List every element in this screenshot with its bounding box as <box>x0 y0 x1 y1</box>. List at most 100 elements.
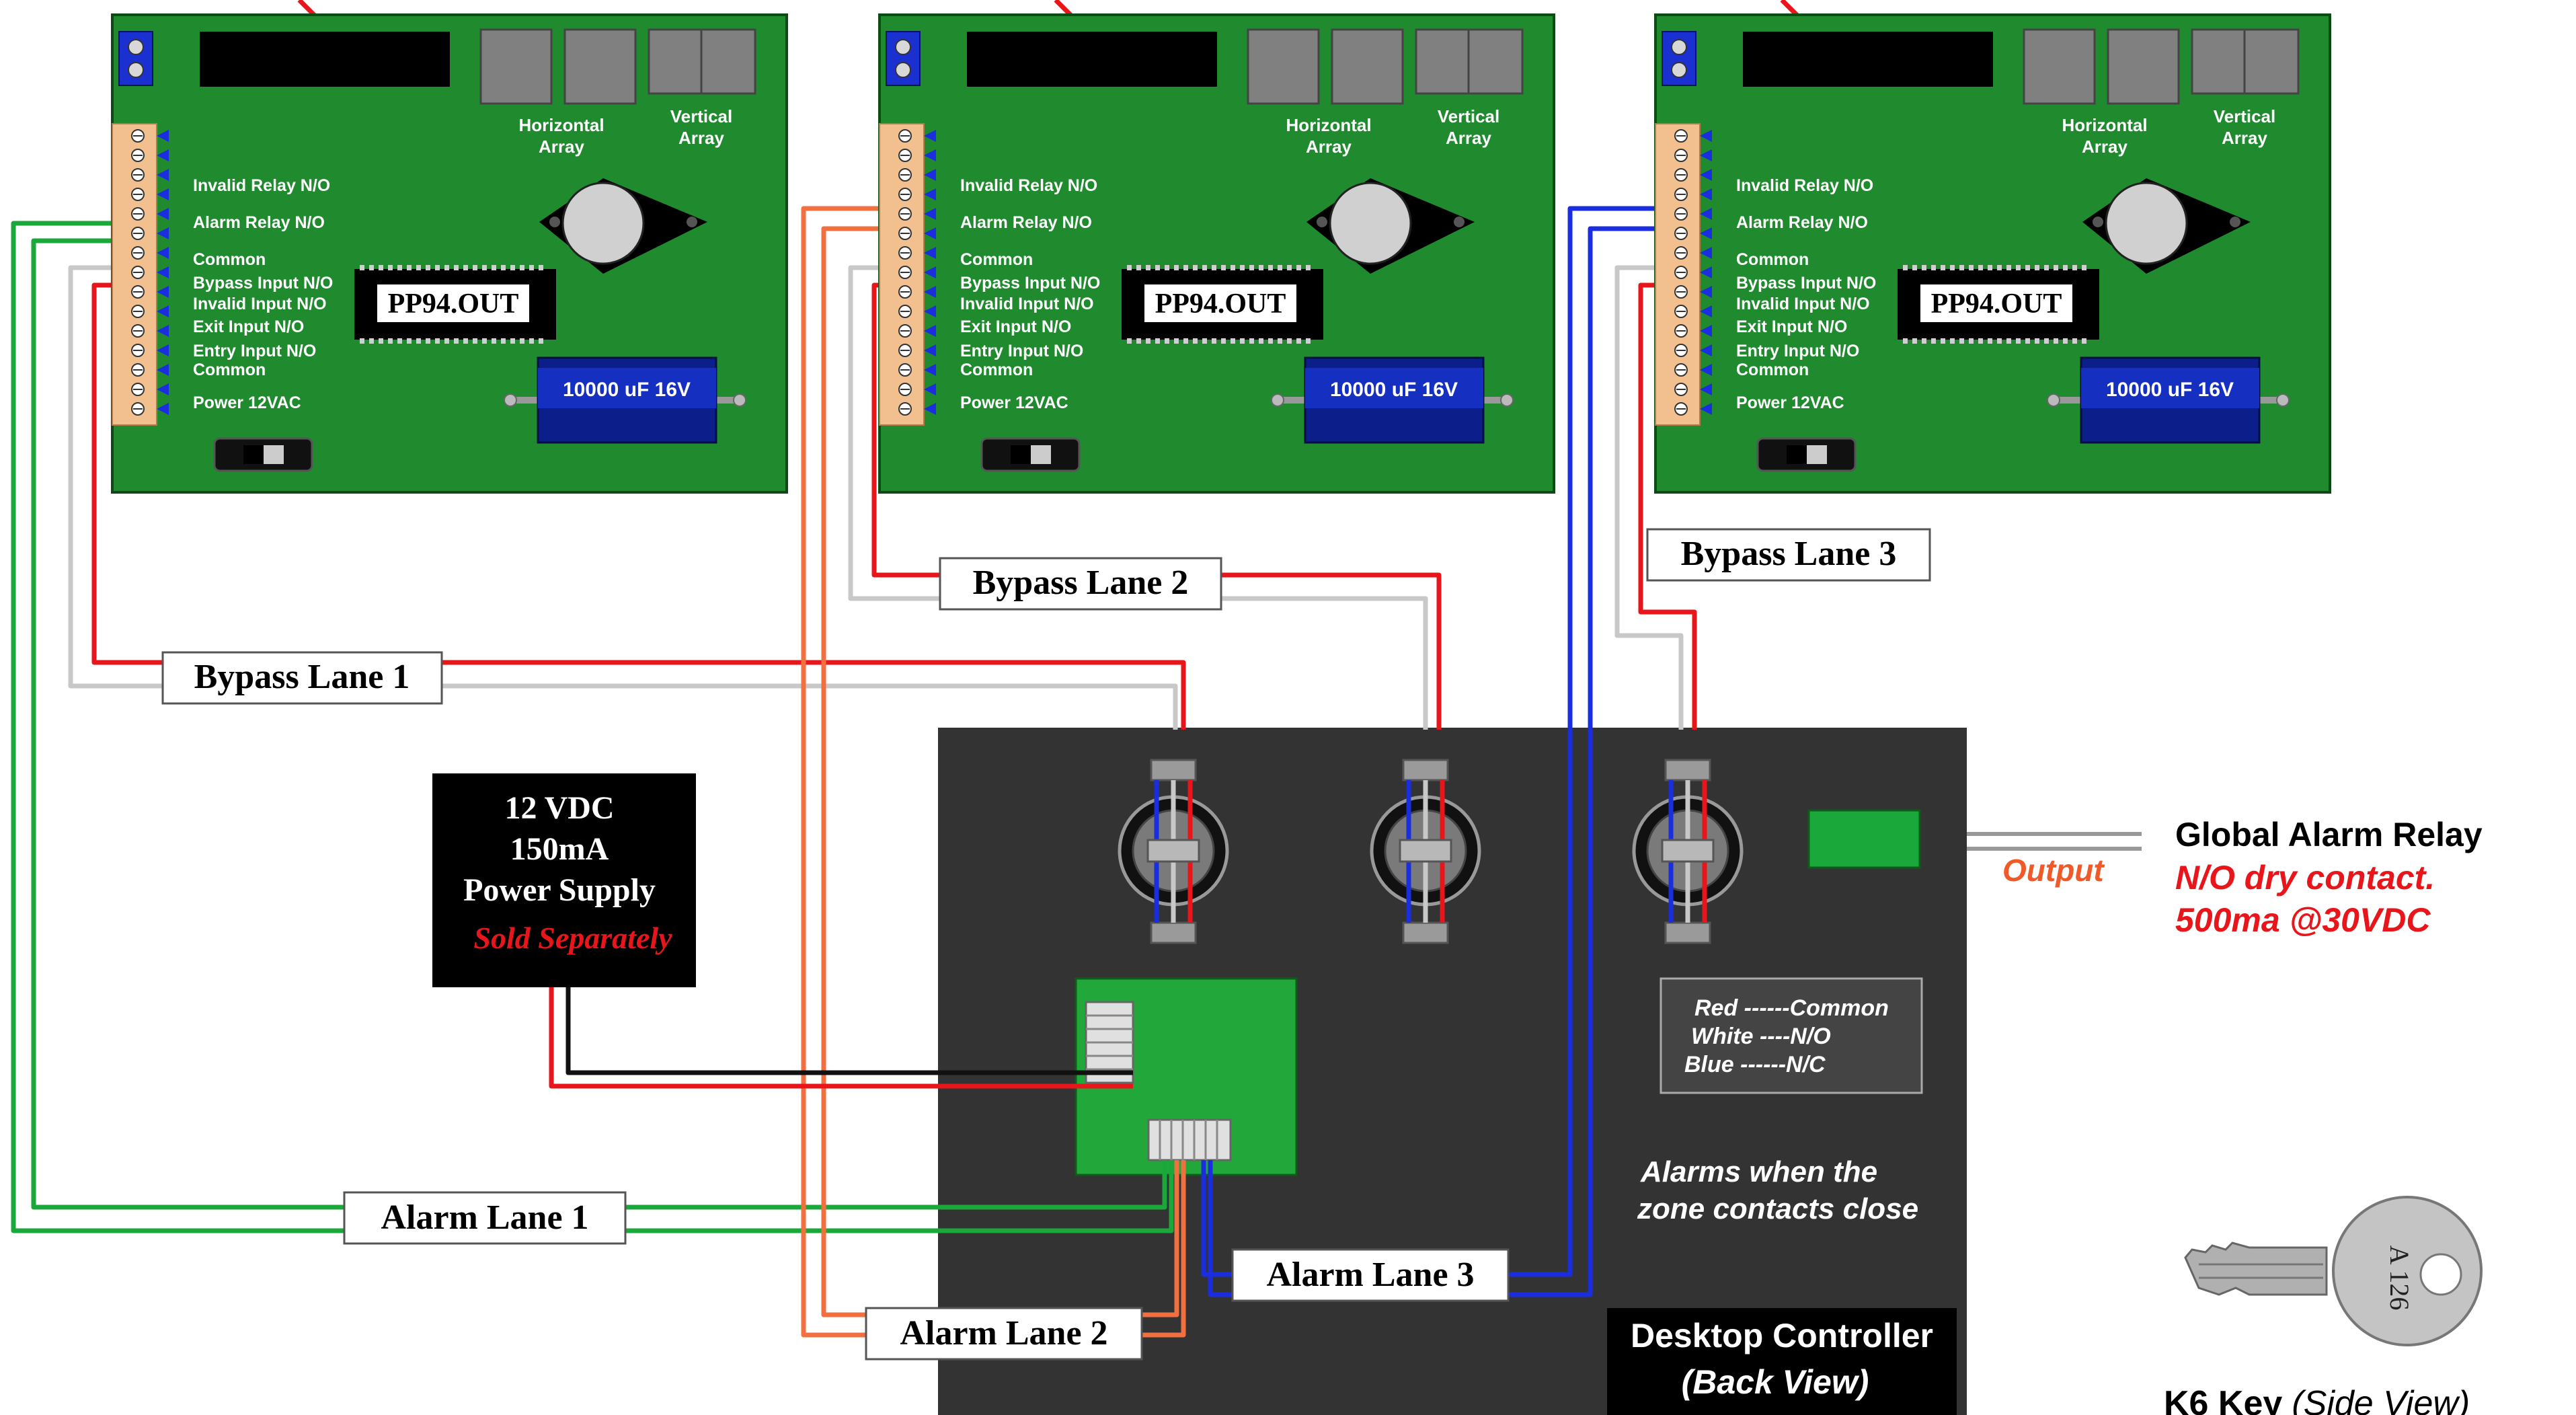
microcontroller-chip: PP94.OUT <box>354 265 556 344</box>
power-supply: 12 VDC 150mA Power Supply Sold Separatel… <box>432 773 696 987</box>
wire-power-red <box>549 987 1133 1089</box>
alarm-lane-2-text: Alarm Lane 2 <box>900 1314 1107 1352</box>
global-alarm-relay-module <box>1807 809 1921 869</box>
pin-label: Common <box>1736 360 1809 379</box>
lane-jack-1 <box>1118 759 1229 944</box>
alarm-lane-3-text: Alarm Lane 3 <box>1266 1256 1474 1294</box>
chip-label: PP94.OUT <box>1155 289 1286 319</box>
horizontal-array-label: Horizontal <box>1286 115 1371 135</box>
display-module <box>1743 32 1993 87</box>
label-alarm-lane-3: Alarm Lane 3 <box>1231 1248 1510 1302</box>
output-label: Output <box>2002 853 2105 888</box>
sensor-block <box>1415 28 1471 95</box>
key-title: K6 Key <box>2164 1384 2282 1415</box>
wiring <box>11 0 2142 1338</box>
controller-title: Desktop Controller <box>1631 1317 1933 1354</box>
controller-title-box: Desktop Controller (Back View) <box>1607 1308 1957 1415</box>
pin-label: Exit Input N/O <box>1736 317 1847 336</box>
vertical-array-label: Vertical <box>670 106 733 126</box>
horizontal-array-label: Array <box>539 137 584 157</box>
sensor-block <box>563 28 637 105</box>
pin-label: Alarm Relay N/O <box>193 213 325 232</box>
wire-alarm-lane-2-outer <box>801 206 1186 1338</box>
power-supply-current: 150mA <box>510 831 609 867</box>
global-alarm-relay-title: Global Alarm Relay <box>2175 816 2483 853</box>
pin-label: Invalid Relay N/O <box>960 176 1097 195</box>
pin-label: Common <box>960 360 1033 379</box>
wire-alarm-lane-3-outer <box>1201 206 1691 1277</box>
sensor-block <box>1467 28 1524 95</box>
sensor-block <box>2191 28 2247 95</box>
capacitor: 10000 uF 16V <box>1271 356 1514 444</box>
terminal-strip <box>1655 123 1712 426</box>
sensor-block <box>479 28 553 105</box>
chip-label: PP94.OUT <box>388 289 519 319</box>
capacitor: 10000 uF 16V <box>2047 356 2290 444</box>
terminal-strip <box>879 123 936 426</box>
chip-label: PP94.OUT <box>1931 289 2062 319</box>
controller-power-terminal <box>1085 1001 1134 1084</box>
pin-label: Exit Input N/O <box>960 317 1071 336</box>
pin-label: Power 12VAC <box>1736 393 1844 412</box>
pin-label: Bypass Input N/O <box>1736 274 1876 293</box>
wire-alarm-lane-1-inner <box>31 238 1167 1210</box>
wire-alarm-lane-1-outer <box>11 221 1174 1233</box>
pcb-board-1: HorizontalArrayVerticalArrayPP94.OUT1000… <box>111 13 788 494</box>
microcontroller-chip: PP94.OUT <box>1122 265 1323 344</box>
vertical-array-label: Array <box>1446 128 1491 148</box>
bypass-lane-3-text: Bypass Lane 3 <box>1681 535 1897 573</box>
board-switch <box>213 437 313 472</box>
vertical-array-label: Vertical <box>1438 106 1500 126</box>
sensor-block <box>1247 28 1320 105</box>
capacitor-label: 10000 uF 16V <box>1330 379 1458 401</box>
key-caption: K6 Key (Side View) <box>2164 1384 2470 1415</box>
label-alarm-lane-2: Alarm Lane 2 <box>865 1307 1143 1361</box>
pin-label: Bypass Input N/O <box>193 274 333 293</box>
pin-label: Common <box>1736 250 1809 269</box>
pin-label: Bypass Input N/O <box>960 274 1100 293</box>
global-alarm-relay-contact: N/O dry contact. <box>2175 859 2435 896</box>
pin-label: Invalid Input N/O <box>960 295 1094 313</box>
label-bypass-lane-2: Bypass Lane 2 <box>939 557 1222 611</box>
legend-red: Red ------Common <box>1694 995 1889 1021</box>
terminal-strip <box>112 123 169 426</box>
pin-label: Invalid Relay N/O <box>193 176 330 195</box>
horizontal-array-label: Array <box>1306 137 1352 157</box>
alarms-note-line-2: zone contacts close <box>1637 1192 1918 1225</box>
display-module <box>967 32 1217 87</box>
pin-label: Entry Input N/O <box>960 342 1083 360</box>
pin-label: Common <box>960 250 1033 269</box>
pin-label: Invalid Input N/O <box>1736 295 1870 313</box>
key-subtitle: (Side View) <box>2292 1384 2470 1415</box>
pin-label: Common <box>193 360 266 379</box>
regulator-mount <box>1306 178 1475 274</box>
alarms-note-line-1: Alarms when the <box>1640 1155 1877 1188</box>
capacitor-label: 10000 uF 16V <box>563 379 691 401</box>
label-bypass-lane-1: Bypass Lane 1 <box>161 651 443 705</box>
power-screw-block <box>1662 31 1696 86</box>
pin-label: Alarm Relay N/O <box>1736 213 1868 232</box>
pin-label: Entry Input N/O <box>193 342 316 360</box>
sensor-block <box>2107 28 2180 105</box>
pin-label: Alarm Relay N/O <box>960 213 1092 232</box>
pin-label: Common <box>193 250 266 269</box>
board-switch <box>980 437 1081 472</box>
horizontal-array-label: Horizontal <box>518 115 604 135</box>
power-screw-block <box>886 31 921 86</box>
wire-power-black <box>565 987 1133 1075</box>
display-module <box>200 32 450 87</box>
wire-bypass-lane-1-white <box>68 265 1178 730</box>
legend-blue: Blue ------N/C <box>1684 1052 1826 1077</box>
pin-label: Power 12VAC <box>193 393 301 412</box>
bypass-lane-1-text: Bypass Lane 1 <box>194 658 410 696</box>
capacitor: 10000 uF 16V <box>504 356 746 444</box>
board-switch <box>1756 437 1857 472</box>
global-alarm-relay-rating: 500ma @30VDC <box>2175 901 2431 939</box>
regulator-mount <box>539 178 707 274</box>
vertical-array-label: Array <box>678 128 724 148</box>
pin-label: Exit Input N/O <box>193 317 304 336</box>
sensor-block <box>648 28 704 95</box>
power-supply-title: Power Supply <box>463 872 656 908</box>
lane-jack-3 <box>1632 759 1744 944</box>
